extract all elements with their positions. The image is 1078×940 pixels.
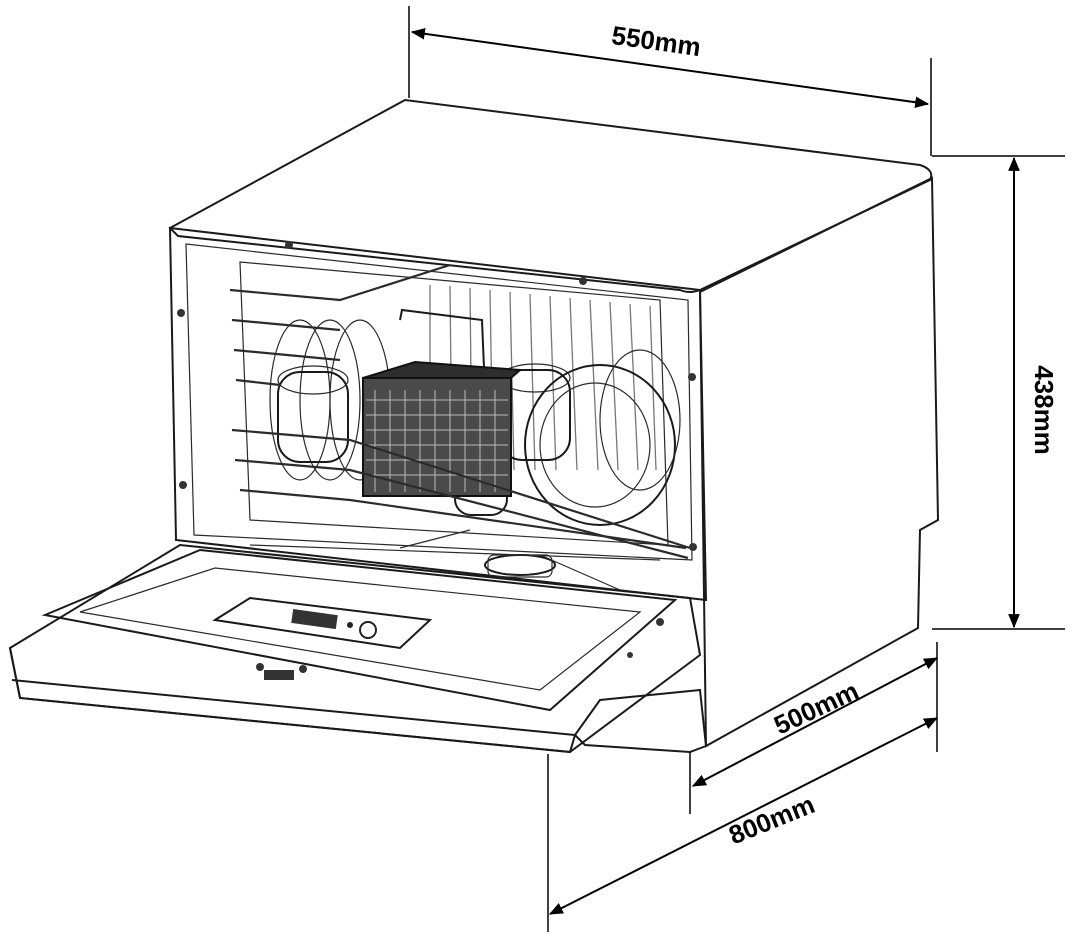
side-panel [698,176,940,748]
depth-open-label: 800mm [724,789,818,850]
tub-floor [249,529,661,591]
door-inner-panel [41,548,678,712]
dimension-height: 438mm [932,155,1065,630]
dimension-depth-open: 800mm [547,706,939,932]
tub-opening [185,243,693,561]
door-outer [8,543,702,754]
height-label: 438mm [1029,365,1059,455]
dimension-depth: 500mm [689,642,939,814]
door-inner-recess [79,567,642,691]
top-panel [168,98,933,293]
plate-right [524,349,681,526]
door-edge [9,647,577,754]
width-label: 550mm [610,20,703,62]
door-hinges [256,618,664,680]
dishwasher-body [168,98,940,754]
detergent-dispenser [212,596,433,650]
screws [177,241,697,551]
dish-rack [229,263,691,560]
front-frame [168,226,708,602]
open-door [8,543,702,754]
spray-arm [484,554,556,578]
cutlery-basket [362,308,523,497]
